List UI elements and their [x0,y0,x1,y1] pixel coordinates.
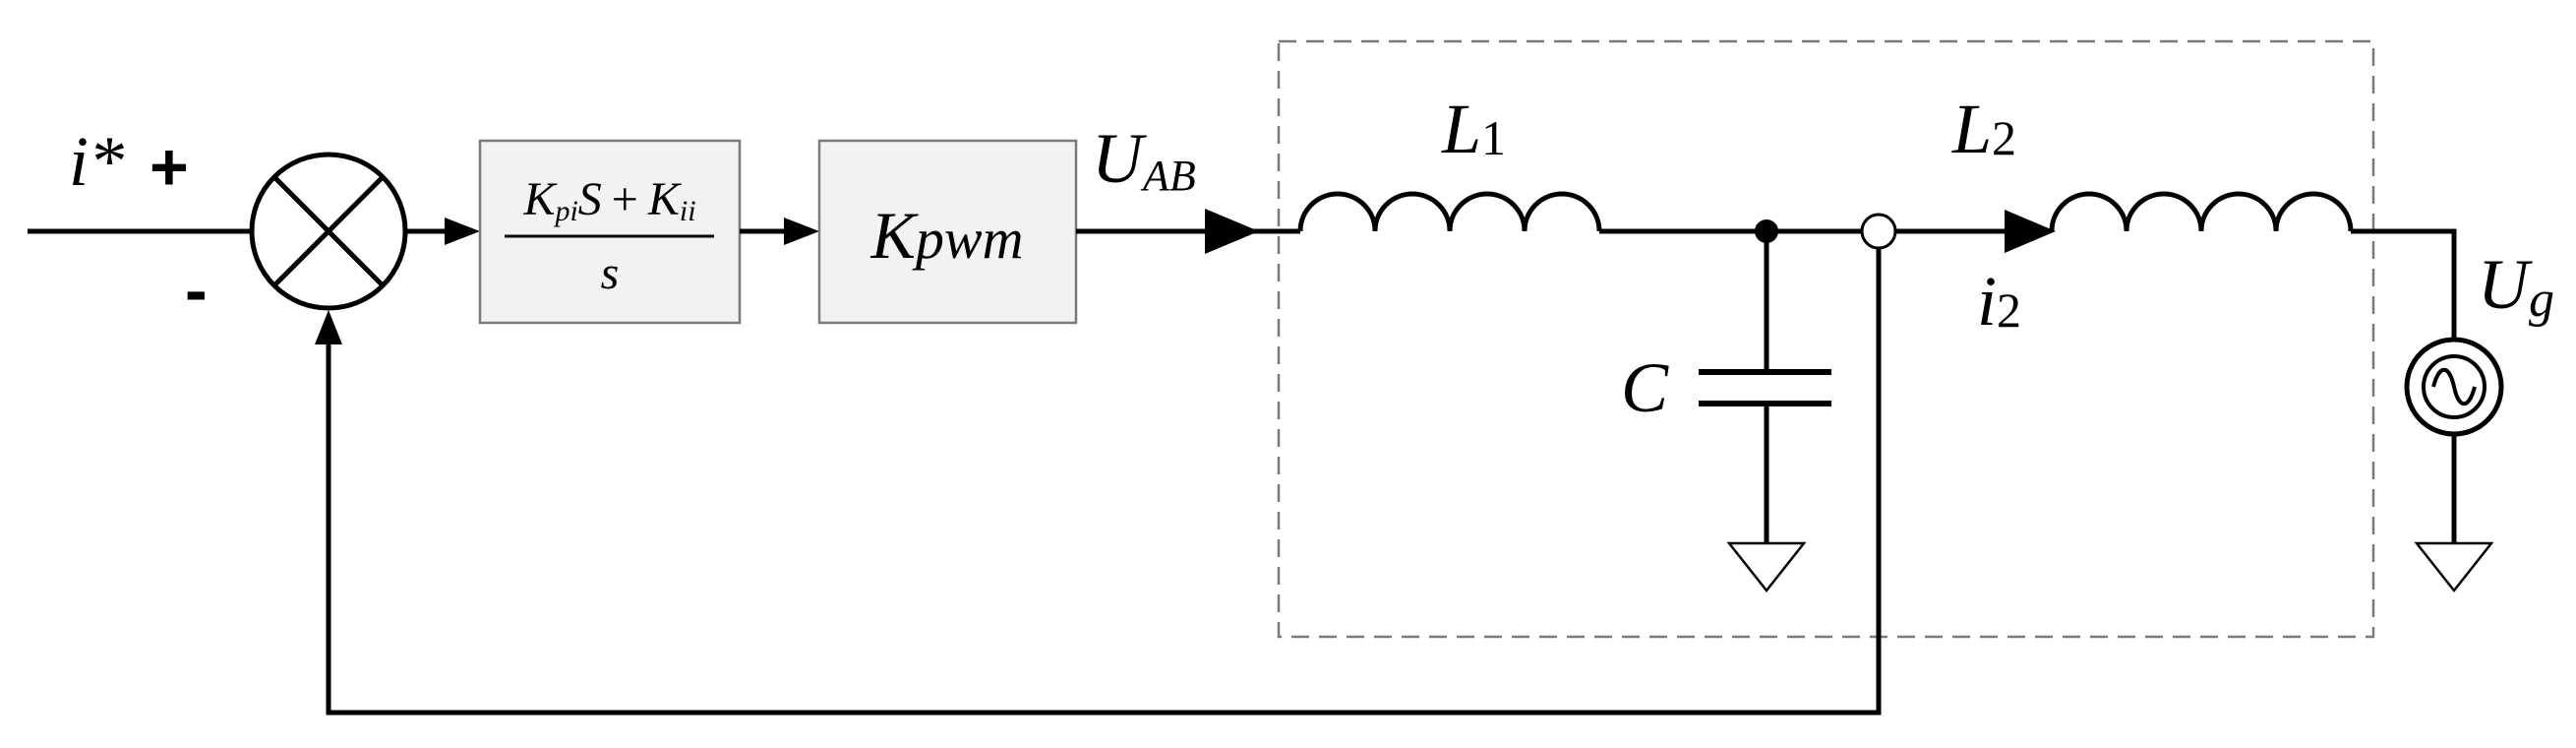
capacitor-label: C [1621,348,1669,427]
pi-to-pwm-arrow [784,218,819,245]
input-label: i* [69,122,124,201]
l2-label: L2 [1951,90,2016,168]
uab-arrow [1205,209,1259,254]
sum-to-pi-arrow [445,218,480,245]
l1-label: L1 [1441,90,1506,168]
plus-sign: + [150,130,189,205]
summing-junction [249,152,408,311]
i2-arrow [2005,210,2056,253]
uab-label: UAB [1092,119,1196,200]
feedback-arrow [315,310,342,344]
inductor-l2 [2049,191,2354,232]
feedback-wire [326,248,1882,716]
inductor-l1 [1297,191,1602,232]
current-sense-point [1860,213,1897,250]
ug-label: Ug [2478,245,2554,328]
lcl-filter-boundary [1277,39,2375,639]
grid-ground-icon [2414,541,2494,593]
l2-to-grid-wire [2351,228,2457,340]
capacitor-ground-icon [1726,541,1807,593]
i2-label: i2 [1977,262,2021,341]
minus-sign: - [185,253,208,328]
grid-voltage-source-icon [2404,337,2504,437]
pwm-gain-label: Kpwm [870,198,1024,273]
pwm-gain-block [817,139,1078,325]
pi-denominator: s [601,247,620,299]
pi-numerator: KpiS+Kii [522,173,695,227]
